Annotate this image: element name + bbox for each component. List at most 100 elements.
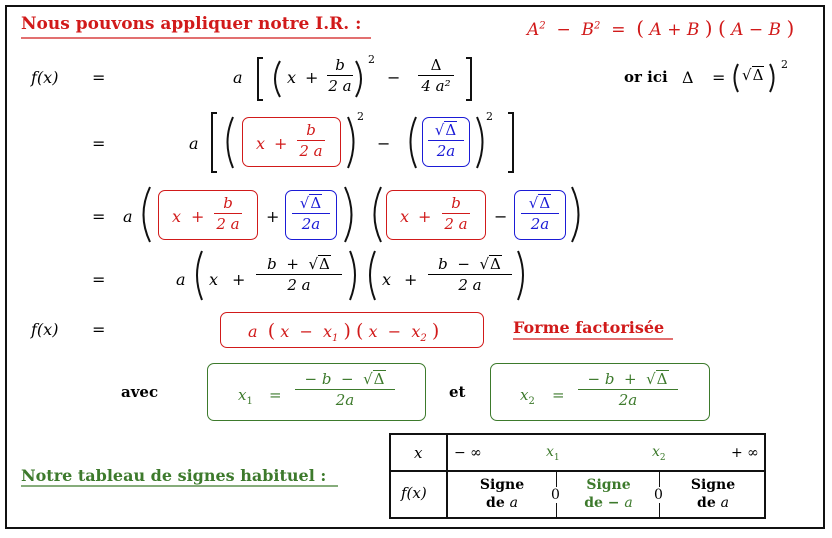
l5-expr: a ( x − x1 ) ( x − x2 ) <box>248 320 440 345</box>
sign-zero1: 0 <box>551 487 560 503</box>
l1-x: x <box>287 68 297 87</box>
sign-x-row: − ∞ x1 x2 + ∞ <box>448 435 764 472</box>
l4-lparen2 <box>369 250 376 301</box>
l3-a: a <box>123 207 133 226</box>
l2-sq1: 2 <box>357 110 364 123</box>
l1-minus: − <box>387 68 401 87</box>
sign-cell3: Signe de a <box>690 477 736 511</box>
roots-et: et <box>449 383 466 401</box>
sign-x2: x2 <box>652 444 666 463</box>
l1-rparen <box>355 60 362 98</box>
l3-x: x <box>172 207 182 226</box>
l2-rbracket <box>508 112 514 173</box>
l1-plus: + <box>305 68 319 87</box>
l2-a: a <box>189 134 199 153</box>
l1-note-eq: = <box>712 68 726 87</box>
root1-box <box>207 363 426 421</box>
l1-note-sq: 2 <box>781 58 788 71</box>
sign-x1: x1 <box>546 444 560 463</box>
sign-head-x-cell: x <box>391 435 448 472</box>
sign-head-f-cell: f(x) <box>391 472 448 517</box>
l1-rbracket <box>466 57 472 101</box>
l3-rparen1 <box>344 186 353 243</box>
root1-var: x1 <box>238 386 253 407</box>
l1-lhs: f(x) <box>31 68 59 87</box>
l4-eq: = <box>92 270 106 289</box>
l4-plus2: + <box>404 270 418 289</box>
l1-note-delta: Δ <box>682 68 694 87</box>
root2-eq: = <box>552 386 565 404</box>
sign-cell2: Signe de − a <box>584 477 633 511</box>
root2-var: x2 <box>520 386 535 407</box>
l4-rparen1 <box>349 250 356 301</box>
l1-note-sqrt: √Δ <box>742 66 765 84</box>
l1-sq: 2 <box>368 53 375 66</box>
l2-eq: = <box>92 134 106 153</box>
sign-table: x − ∞ x1 x2 + ∞ f(x) Signe de a 0 Signe … <box>389 433 766 519</box>
root2-box <box>490 363 710 421</box>
l3-bluebox1 <box>285 190 337 240</box>
sign-cell1: Signe de a <box>479 477 525 511</box>
signs-title: Notre tableau de signes habituel : <box>21 466 327 485</box>
l2-bluebox <box>422 117 470 167</box>
page-frame <box>5 5 825 529</box>
l3-plus2: + <box>266 207 280 226</box>
l3-lparen2 <box>373 186 382 243</box>
l3-plus: + <box>191 207 205 226</box>
identity-formula: A2 − B2 = ( A + B ) ( A − B ) <box>527 16 795 40</box>
l5-box <box>220 312 484 348</box>
l2-x: x <box>256 134 266 153</box>
l3-x2: x <box>400 207 410 226</box>
l3-bluebox2 <box>514 190 566 240</box>
l2-minus: − <box>377 134 391 153</box>
l4-a: a <box>176 270 186 289</box>
sign-head-x: x <box>414 444 423 462</box>
l1-a: a <box>233 68 243 87</box>
l4-x2: x <box>382 270 392 289</box>
l3-minus: − <box>494 207 508 226</box>
l3-redbox1 <box>158 190 258 240</box>
l1-note: or ici <box>624 68 668 86</box>
l2-lparen1 <box>226 116 234 169</box>
l4-plus: + <box>232 270 246 289</box>
l2-rparen1 <box>347 116 355 169</box>
l5-label: Forme factorisée <box>513 318 665 337</box>
l2-plus: + <box>274 134 288 153</box>
l4-x: x <box>209 270 219 289</box>
l2-lparen2 <box>409 116 417 169</box>
l3-rparen2 <box>571 186 580 243</box>
note-rparen <box>769 63 775 93</box>
l1-lbracket <box>257 57 263 101</box>
l5-eq: = <box>92 320 106 339</box>
sign-pinf: + ∞ <box>731 445 759 461</box>
l1-lparen <box>274 60 281 98</box>
l2-redbox <box>242 117 341 167</box>
header-title: Nous pouvons appliquer notre I.R. : <box>21 14 362 34</box>
l4-rparen2 <box>517 250 524 301</box>
l3-lparen1 <box>142 186 151 243</box>
l2-sq2: 2 <box>486 110 493 123</box>
root1-eq: = <box>269 386 282 404</box>
note-lparen <box>733 63 739 93</box>
l5-lhs: f(x) <box>31 320 59 339</box>
l1-eq: = <box>92 68 106 87</box>
l4-lparen1 <box>196 250 203 301</box>
l3-eq: = <box>92 207 106 226</box>
l2-rparen2 <box>476 116 484 169</box>
sign-head-f: f(x) <box>401 484 427 502</box>
l3-redbox2 <box>386 190 486 240</box>
l2-lbracket <box>211 112 217 173</box>
